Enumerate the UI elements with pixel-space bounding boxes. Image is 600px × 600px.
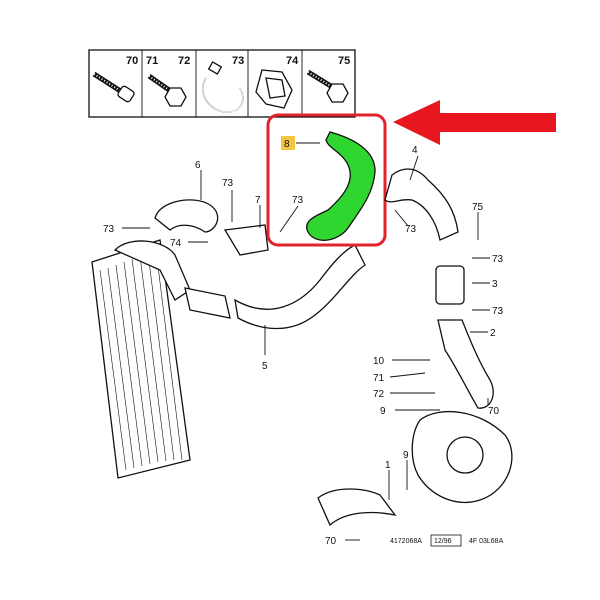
coupling-3 — [435, 265, 465, 305]
callout-2: 2 — [490, 328, 496, 339]
callout-70: 70 — [325, 536, 337, 547]
footer-ref: 4172068A — [390, 538, 422, 545]
leader-lines — [122, 155, 490, 541]
callout-71: 71 — [373, 373, 385, 384]
callout-6: 6 — [195, 160, 201, 171]
callout-3: 3 — [492, 279, 498, 290]
callout-73: 73 — [292, 195, 304, 206]
callout-5: 5 — [262, 361, 268, 372]
hardware-label-70: 70 — [126, 55, 138, 67]
flange-bolt-icon — [147, 73, 187, 107]
footer-date: 12/96 — [434, 538, 452, 545]
callout-10: 10 — [373, 356, 385, 367]
red-arrow-icon — [393, 100, 556, 145]
elbow-1 — [317, 488, 397, 527]
callout-9: 9 — [380, 406, 386, 417]
callout-8: 8 — [284, 139, 290, 150]
hardware-label-74: 74 — [286, 55, 299, 67]
label-badge-8 — [281, 136, 295, 150]
hardware-label-72: 72 — [178, 55, 190, 67]
hardware-label-71: 71 — [146, 55, 158, 67]
hose-clamp-icon — [202, 61, 244, 113]
callout-74: 74 — [170, 238, 182, 249]
bolt-with-nut-icon — [92, 71, 135, 103]
footer-date-box — [430, 534, 462, 547]
hose-6 — [154, 199, 219, 233]
hose-5 — [234, 244, 366, 330]
intercooler — [91, 239, 191, 479]
hardware-label-73: 73 — [232, 55, 244, 67]
callout-73: 73 — [103, 224, 115, 235]
pipe-4 — [384, 168, 459, 241]
highlight-box — [266, 113, 387, 247]
hose-8-highlighted — [306, 131, 376, 241]
callout-73: 73 — [492, 306, 504, 317]
callout-73: 73 — [405, 224, 417, 235]
callout-72: 72 — [373, 389, 385, 400]
callout-7: 7 — [255, 195, 261, 206]
callout-75: 75 — [472, 202, 484, 213]
pipe-2 — [437, 319, 494, 409]
callout-70: 70 — [488, 406, 500, 417]
callout-9: 9 — [403, 450, 409, 461]
callout-73: 73 — [492, 254, 504, 265]
screw-icon — [306, 69, 349, 103]
hose-7 — [223, 224, 269, 256]
callout-1: 1 — [385, 460, 391, 471]
callout-73: 73 — [222, 178, 234, 189]
callout-4: 4 — [412, 145, 418, 156]
outlet-pipe — [184, 287, 231, 319]
hardware-legend-box: 70 71 72 73 74 75 — [88, 49, 356, 118]
footer-code: 4F 03L68A — [469, 538, 504, 545]
clip-icon — [255, 69, 293, 109]
hardware-label-75: 75 — [338, 55, 350, 67]
